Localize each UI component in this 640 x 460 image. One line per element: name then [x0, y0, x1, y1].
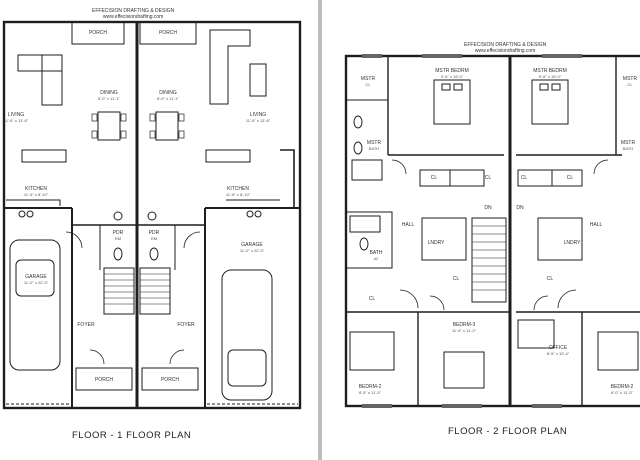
room-foyer-left: FOYER [77, 322, 95, 328]
room-foyer-right: FOYER [177, 322, 195, 328]
room-cl-b: CL [484, 175, 492, 181]
room-porch-top-left: PORCH [88, 30, 108, 36]
room-bath2-left: BATH#2 [369, 250, 383, 261]
credit-company: EFFECISION DRAFTING & DESIGN [92, 8, 175, 14]
room-cl-g: CL [546, 276, 554, 282]
room-porch-bottom-right: PORCH [160, 377, 180, 383]
floor-1-sheet: EFFECISION DRAFTING & DESIGN www.effecis… [0, 0, 318, 460]
room-dn-right: DN [516, 205, 524, 211]
floor-2-plan-drawing [344, 54, 640, 408]
credit-website: www.effecisiondrafting.com [102, 14, 164, 20]
room-dn-left: DN [484, 205, 492, 211]
room-lndry-right: LNDRY [563, 240, 581, 246]
room-porch-top-right: PORCH [158, 30, 178, 36]
floor-1-plan-drawing [2, 20, 302, 410]
room-hall-left: HALL [401, 222, 415, 228]
room-cl-e: CL [452, 276, 460, 282]
floor-2-title: FLOOR - 2 FLOOR PLAN [448, 426, 568, 437]
page-divider [318, 0, 322, 460]
room-cl-c: CL [520, 175, 528, 181]
drafting-credit: EFFECISION DRAFTING & DESIGN www.effecis… [464, 42, 546, 54]
credit-company: EFFECISION DRAFTING & DESIGN [464, 42, 547, 48]
room-cl-f: CL [368, 296, 376, 302]
room-hall-right: HALL [589, 222, 603, 228]
room-cl-d: CL [566, 175, 574, 181]
room-porch-bottom-left: PORCH [94, 377, 114, 383]
room-cl-a: CL [430, 175, 438, 181]
room-lndry-left: LNDRY [427, 240, 445, 246]
floor-2-sheet: EFFECISION DRAFTING & DESIGN www.effecis… [322, 0, 640, 460]
floor-1-title: FLOOR - 1 FLOOR PLAN [72, 430, 192, 441]
credit-website: www.effecisiondrafting.com [474, 48, 536, 54]
drafting-credit: EFFECISION DRAFTING & DESIGN www.effecis… [92, 8, 174, 20]
